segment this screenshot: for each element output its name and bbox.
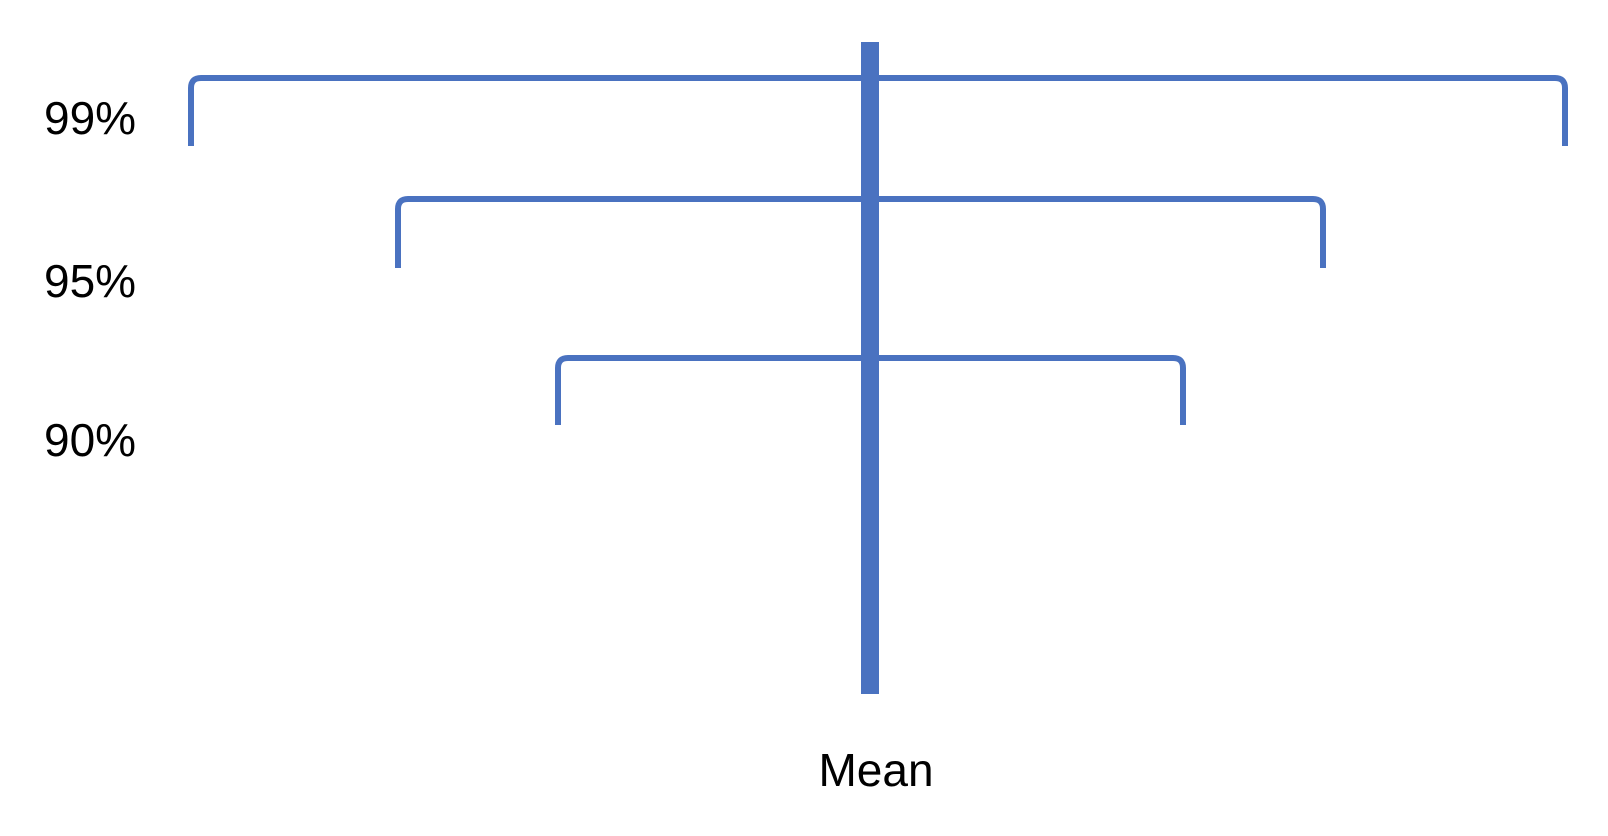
interval-label-95: 95% [44, 255, 136, 307]
interval-label-99: 99% [44, 92, 136, 144]
mean-line [861, 42, 879, 694]
bracket-95 [395, 196, 1326, 268]
mean-label: Mean [818, 744, 933, 796]
interval-label-90: 90% [44, 414, 136, 466]
